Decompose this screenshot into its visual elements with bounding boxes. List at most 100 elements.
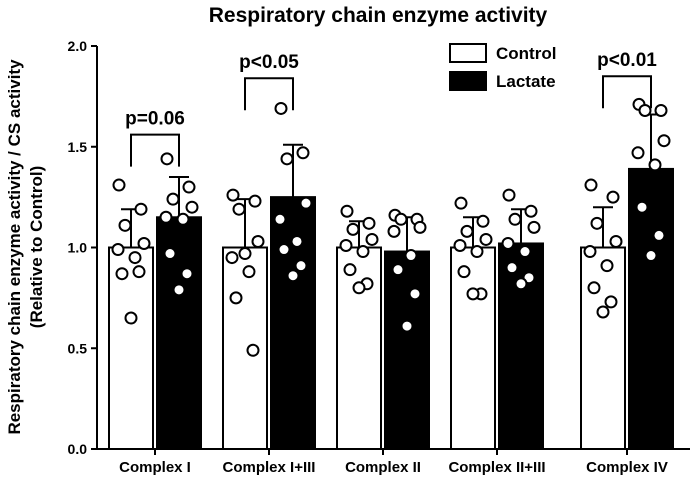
data-point <box>600 259 614 273</box>
legend-label: Lactate <box>496 72 556 91</box>
bar <box>498 242 544 450</box>
y-tick-label: 2.0 <box>68 38 88 54</box>
data-point <box>362 216 376 230</box>
data-point <box>518 245 532 259</box>
data-point <box>400 319 414 333</box>
data-point <box>652 228 666 242</box>
data-point <box>657 134 671 148</box>
bar <box>384 250 430 450</box>
data-point <box>470 245 484 259</box>
data-point <box>296 146 310 160</box>
data-point <box>118 218 132 232</box>
x-tick-label: Complex II+III <box>448 459 545 476</box>
data-point <box>299 196 313 210</box>
data-point <box>502 188 516 202</box>
data-point <box>166 192 180 206</box>
data-point <box>294 259 308 273</box>
bar <box>580 246 626 450</box>
data-point <box>225 251 239 265</box>
data-point <box>394 212 408 226</box>
y-axis-label-line2: (Relative to Control) <box>27 166 46 328</box>
data-point <box>248 194 262 208</box>
data-point <box>654 103 668 117</box>
data-points <box>111 97 671 357</box>
significance-bracket <box>244 77 294 111</box>
data-point <box>387 224 401 238</box>
data-point <box>460 224 474 238</box>
data-point <box>404 249 418 263</box>
data-point <box>159 210 173 224</box>
bar <box>336 246 382 450</box>
data-point <box>609 234 623 248</box>
data-point <box>454 196 468 210</box>
data-point <box>352 281 366 295</box>
data-point <box>134 202 148 216</box>
data-point <box>584 178 598 192</box>
data-point <box>408 287 422 301</box>
data-point <box>251 234 265 248</box>
bar <box>222 246 268 450</box>
data-point <box>457 265 471 279</box>
data-point <box>137 236 151 250</box>
data-point <box>479 232 493 246</box>
p-value-label: p=0.06 <box>125 109 185 130</box>
data-point <box>286 269 300 283</box>
bar <box>270 196 316 450</box>
data-point <box>587 281 601 295</box>
significance-bracket <box>602 75 652 109</box>
data-point <box>527 220 541 234</box>
p-value-label: p<0.01 <box>597 50 657 71</box>
data-point <box>277 243 291 257</box>
data-point <box>273 212 287 226</box>
y-tick-label: 0.5 <box>68 340 88 356</box>
data-point <box>583 245 597 259</box>
y-tick-label: 1.5 <box>68 139 88 155</box>
data-point <box>453 238 467 252</box>
data-point <box>413 220 427 234</box>
y-tick-label: 0.0 <box>68 441 88 457</box>
data-point <box>226 188 240 202</box>
data-point <box>524 204 538 218</box>
data-point <box>229 291 243 305</box>
data-point <box>180 267 194 281</box>
data-point <box>635 200 649 214</box>
data-point <box>590 216 604 230</box>
data-point <box>596 305 610 319</box>
data-point <box>356 245 370 259</box>
data-point <box>160 152 174 166</box>
bar <box>156 216 202 450</box>
data-point <box>466 287 480 301</box>
p-value-label: p<0.05 <box>239 52 299 73</box>
data-point <box>604 295 618 309</box>
significance-annotations: p=0.06 p<0.05 p<0.01 <box>125 50 657 167</box>
data-point <box>274 101 288 115</box>
data-point <box>514 277 528 291</box>
data-point <box>242 265 256 279</box>
bar <box>628 167 674 450</box>
data-point <box>339 238 353 252</box>
legend-swatch <box>449 43 487 63</box>
bar <box>450 246 496 450</box>
data-point <box>290 234 304 248</box>
x-tick-label: Complex IV <box>586 459 668 476</box>
data-point <box>176 212 190 226</box>
legend-swatch <box>449 71 487 91</box>
data-point <box>606 190 620 204</box>
data-point <box>346 222 360 236</box>
data-point <box>128 251 142 265</box>
data-point <box>280 152 294 166</box>
data-point <box>391 263 405 277</box>
chart-title: Respiratory chain enzyme activity <box>209 4 548 27</box>
data-point <box>365 232 379 246</box>
data-point <box>508 212 522 226</box>
data-point <box>648 158 662 172</box>
y-tick-label: 1.0 <box>68 240 88 256</box>
legend-label: Control <box>496 44 556 63</box>
data-point <box>505 261 519 275</box>
data-point <box>343 263 357 277</box>
data-point <box>132 265 146 279</box>
x-tick-label: Complex I <box>119 459 191 476</box>
